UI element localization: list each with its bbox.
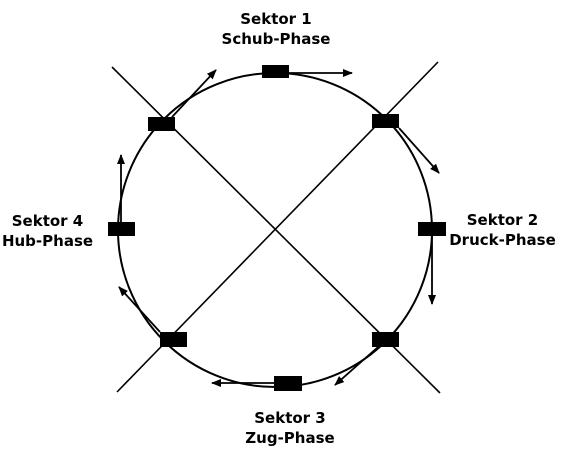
sector-2-phase: Druck-Phase [449, 231, 556, 249]
sector-3-title: Sektor 3 [254, 409, 326, 427]
sector-2-title: Sektor 2 [466, 211, 539, 229]
sector-4-title: Sektor 4 [11, 212, 84, 230]
marker-top [262, 65, 289, 78]
arrow-upper-left-to-top [171, 69, 217, 118]
marker-upper-right [372, 114, 399, 128]
sector-1-title: Sektor 1 [240, 10, 312, 28]
sector-4-label: Sektor 4 Hub-Phase [0, 211, 95, 251]
arrow-lower-right-to-bottom [334, 346, 379, 386]
marker-right [418, 222, 446, 236]
sector-4-phase: Hub-Phase [1, 232, 94, 250]
marker-bottom [274, 376, 302, 391]
marker-lower-right [372, 332, 399, 347]
marker-lower-left [160, 332, 187, 347]
sector-1-label: Sektor 1 Schub-Phase [206, 9, 346, 49]
sector-3-label: Sektor 3 Zug-Phase [220, 408, 360, 448]
sector-1-phase: Schub-Phase [221, 30, 331, 48]
arrow-upper-right-down [398, 127, 440, 174]
marker-left [108, 222, 135, 236]
marker-upper-left [148, 117, 175, 131]
arrow-lower-left-up [118, 286, 161, 333]
sector-3-phase: Zug-Phase [245, 429, 335, 447]
sector-2-label: Sektor 2 Druck-Phase [440, 210, 565, 250]
